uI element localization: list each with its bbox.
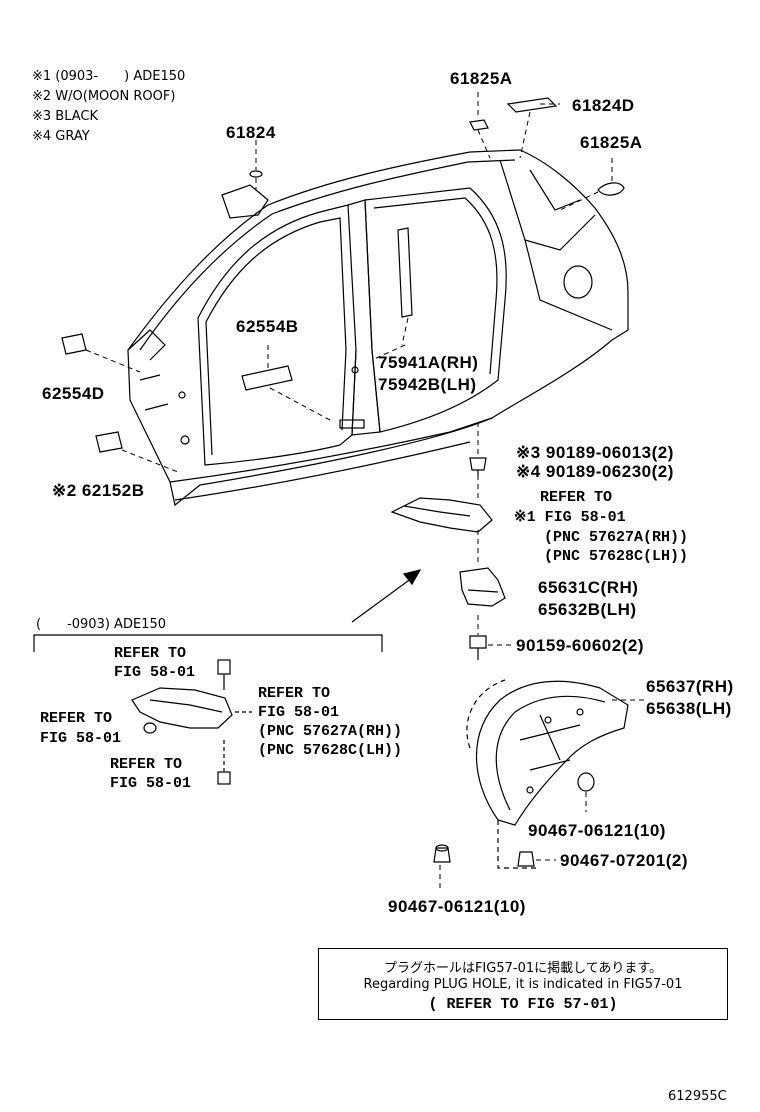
inset-ref-top-2: FIG 58-01: [114, 664, 196, 681]
inset-ref-right-1: REFER TO: [258, 685, 331, 702]
inset-label: ( -0903) ADE150: [36, 617, 166, 632]
fender-liner: [433, 679, 629, 869]
fasteners-right: [390, 457, 506, 660]
part-90189-06013: ※3 90189-06013(2): [516, 443, 674, 462]
part-75942b: 75942B(LH): [378, 375, 477, 394]
part-61824d: 61824D: [572, 96, 635, 115]
inset-ref-right-2: FIG 58-01: [258, 704, 340, 721]
legend-note-2: ※2 W/O(MOON ROOF): [32, 89, 176, 104]
legend-note-4: ※4 GRAY: [32, 129, 90, 144]
part-90467-06121-bottom: 90467-06121(10): [388, 897, 526, 916]
part-62554b: 62554B: [236, 317, 299, 336]
part-61825a-side: 61825A: [580, 133, 643, 152]
note-line-jp: プラグホールはFIG57-01に掲載してあります。: [383, 961, 663, 976]
seals-and-pads: [61, 97, 625, 453]
inset-ref-left-2: FIG 58-01: [40, 730, 122, 747]
inset-ref-top-1: REFER TO: [114, 645, 187, 662]
leader-lines: [85, 92, 645, 892]
part-65638: 65638(LH): [646, 699, 732, 718]
part-61825a-top: 61825A: [450, 69, 513, 88]
part-65637: 65637(RH): [646, 677, 734, 696]
part-90189-06230: ※4 90189-06230(2): [516, 462, 674, 481]
part-90159-60602: 90159-60602(2): [516, 636, 644, 655]
inset-bracket: [33, 634, 383, 785]
figure-id: 612955C: [668, 1089, 727, 1104]
inset-ref-bottom-2: FIG 58-01: [110, 775, 192, 792]
direction-arrow: [351, 569, 422, 623]
inset-ref-bottom-1: REFER TO: [110, 756, 183, 773]
note-line-ref: ( REFER TO FIG 57-01): [428, 996, 618, 1013]
refer-right-line4: (PNC 57628C(LH)): [544, 548, 689, 565]
part-75941a: 75941A(RH): [378, 353, 479, 372]
note-line-en: Regarding PLUG HOLE, it is indicated in …: [363, 977, 683, 992]
inset-ref-right-3: (PNC 57627A(RH)): [258, 723, 403, 740]
inset-ref-right-4: (PNC 57628C(LH)): [258, 742, 403, 759]
part-62554d: 62554D: [42, 384, 105, 403]
refer-right-line2: ※1 FIG 58-01: [514, 509, 626, 526]
plug-hole-note: プラグホールはFIG57-01に掲載してあります。 Regarding PLUG…: [318, 948, 728, 1020]
inset-ref-left-1: REFER TO: [40, 710, 113, 727]
part-65631c: 65631C(RH): [538, 578, 639, 597]
refer-right-line1: REFER TO: [540, 489, 613, 506]
refer-right-line3: (PNC 57627A(RH)): [544, 529, 689, 546]
legend-note-1: ※1 (0903- ) ADE150: [32, 69, 186, 84]
part-90467-06121-right: 90467-06121(10): [528, 821, 666, 840]
body-side-panel: [127, 149, 629, 507]
part-65632b: 65632B(LH): [538, 600, 637, 619]
part-90467-07201: 90467-07201(2): [560, 851, 688, 870]
part-62152b: ※2 62152B: [52, 481, 145, 500]
legend-note-3: ※3 BLACK: [32, 109, 99, 124]
part-61824: 61824: [226, 123, 276, 142]
